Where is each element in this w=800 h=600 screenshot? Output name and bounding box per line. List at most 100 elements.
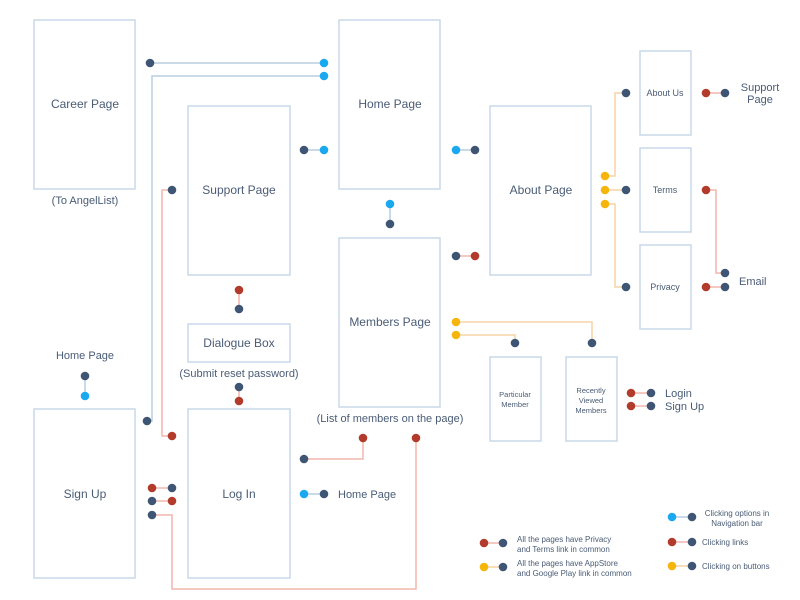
members-page-title: Members Page	[349, 315, 431, 329]
dot-navy	[234, 304, 244, 314]
connector-members-particular	[456, 334, 516, 343]
login-page-title: Log In	[222, 487, 255, 501]
support-page-box	[187, 105, 291, 276]
legend-dot-navy	[498, 538, 508, 548]
connector-terms-email	[706, 189, 725, 274]
dot-navy	[646, 388, 656, 398]
dot-red	[234, 285, 244, 295]
dot-blue	[451, 145, 461, 155]
particular-member-line2: Member	[501, 400, 529, 409]
signup-page-title: Sign Up	[64, 487, 107, 501]
dot-navy	[299, 145, 309, 155]
legend-links-text: Clicking links	[702, 538, 748, 547]
support-page-title: Support Page	[202, 183, 276, 197]
login-label: Login	[665, 388, 692, 400]
dot-orange	[600, 185, 610, 195]
connector-login-members	[304, 438, 364, 460]
signup-label: Sign Up	[665, 401, 704, 413]
home-page-title: Home Page	[358, 97, 422, 111]
dot-red	[234, 396, 244, 406]
dot-red	[147, 483, 157, 493]
particular-member-box	[489, 356, 542, 442]
dot-navy	[147, 510, 157, 520]
recently-viewed-line3: Members	[575, 406, 607, 415]
home-page-label-bottom: Home Page	[338, 489, 396, 501]
connector-login-support	[161, 189, 172, 437]
dot-navy	[451, 251, 461, 261]
dot-navy	[167, 185, 177, 195]
dot-orange	[451, 330, 461, 340]
dot-blue	[319, 71, 329, 81]
dot-red	[358, 433, 368, 443]
dot-navy	[621, 185, 631, 195]
dot-navy	[385, 219, 395, 229]
dot-navy	[234, 382, 244, 392]
legend-dot-blue	[667, 512, 677, 522]
legend-appstore-line2: and Google Play link in common	[517, 569, 632, 578]
home-page-box	[338, 19, 441, 190]
dot-navy	[319, 489, 329, 499]
dot-red	[470, 251, 480, 261]
legend: All the pages have Privacy and Terms lin…	[517, 509, 770, 578]
dot-navy	[510, 338, 520, 348]
legend-privacy-line2: and Terms link in common	[517, 545, 610, 554]
legend-dot-red	[667, 537, 677, 547]
dot-navy	[80, 371, 90, 381]
dot-blue	[319, 145, 329, 155]
dot-red	[701, 88, 711, 98]
dot-blue	[319, 58, 329, 68]
legend-dot-navy	[687, 537, 697, 547]
legend-dot-navy	[498, 562, 508, 572]
legend-dot-navy	[687, 512, 697, 522]
recently-viewed-line2: Viewed	[579, 396, 603, 405]
dot-navy	[470, 145, 480, 155]
legend-dot-navy	[687, 561, 697, 571]
about-us-box	[639, 50, 692, 136]
dot-navy	[646, 401, 656, 411]
dot-navy	[145, 58, 155, 68]
privacy-title: Privacy	[650, 282, 680, 292]
about-page-title: About Page	[510, 183, 573, 197]
dot-blue	[80, 391, 90, 401]
career-page-box	[33, 19, 136, 190]
dot-navy	[720, 268, 730, 278]
login-page-box	[187, 408, 291, 579]
dot-red	[701, 282, 711, 292]
dot-orange	[451, 317, 461, 327]
dot-red	[167, 496, 177, 506]
dot-orange	[600, 171, 610, 181]
page-boxes	[33, 19, 692, 579]
support-page-label-line1: Support	[741, 82, 780, 94]
privacy-box	[639, 244, 692, 330]
dot-red	[411, 433, 421, 443]
connector-about-aboutus	[605, 92, 626, 177]
signup-page-box	[33, 408, 136, 579]
dot-red	[701, 185, 711, 195]
terms-box	[639, 147, 692, 233]
external-labels: Support Page Email Login Sign Up Home Pa…	[56, 82, 779, 501]
dot-navy	[621, 88, 631, 98]
dot-navy	[720, 88, 730, 98]
dot-navy	[142, 416, 152, 426]
dot-navy	[299, 454, 309, 464]
legend-nav-line2: Navigation bar	[711, 519, 763, 528]
recently-viewed-box	[565, 356, 618, 442]
legend-dot-red	[479, 538, 489, 548]
members-page-box	[338, 237, 441, 408]
dot-red	[626, 401, 636, 411]
legend-dot-orange	[479, 562, 489, 572]
dot-navy	[621, 282, 631, 292]
dot-navy	[147, 496, 157, 506]
dot-blue	[385, 199, 395, 209]
career-page-title: Career Page	[51, 97, 119, 111]
recently-viewed-line1: Recently	[576, 386, 605, 395]
support-page-label-line2: Page	[747, 94, 773, 106]
dot-blue	[299, 489, 309, 499]
dot-navy	[587, 338, 597, 348]
connector-signup-members	[152, 438, 417, 590]
legend-dot-orange	[667, 561, 677, 571]
career-page-note: (To AngelList)	[52, 195, 119, 207]
legend-privacy-line1: All the pages have Privacy	[517, 535, 611, 544]
dialogue-box-title: Dialogue Box	[203, 336, 274, 350]
